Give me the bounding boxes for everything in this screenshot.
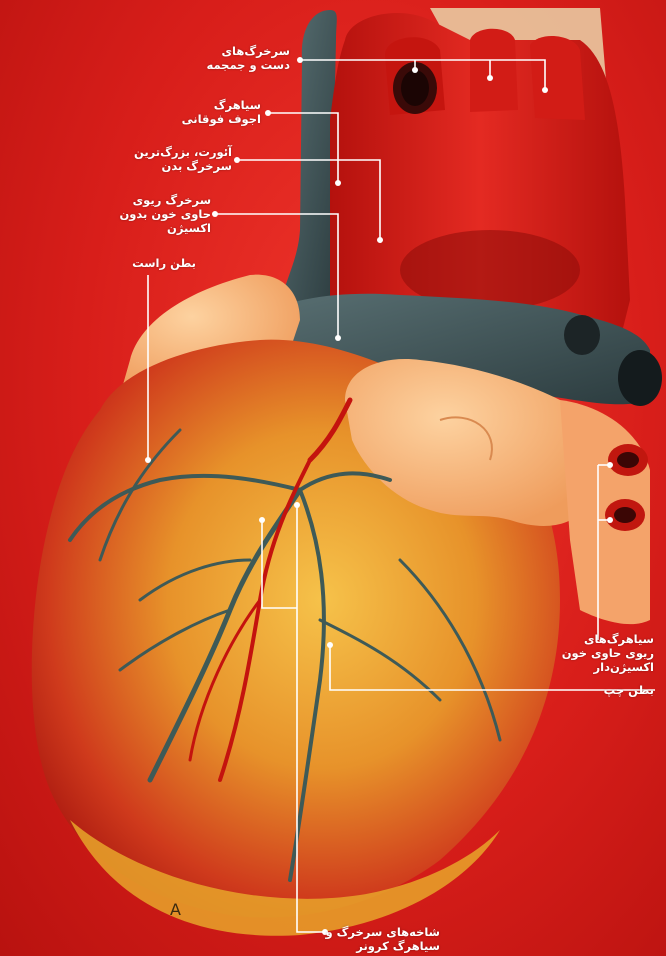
label-coronary-vessels: شاخه‌های سرخرگ و سیاهرگ کرونر bbox=[325, 925, 440, 953]
branch-opening-inner bbox=[401, 70, 429, 106]
pulmonary-vein-2-inner bbox=[614, 507, 636, 523]
label-right-ventricle: بطن راست bbox=[132, 256, 196, 270]
model-letter: A bbox=[170, 900, 181, 919]
label-aorta: آئورت، بزرگ‌ترین سرخرگ بدن bbox=[134, 145, 232, 173]
label-arm-head-arteries: سرخرگ‌های دست و جمجمه bbox=[206, 44, 290, 72]
label-left-ventricle: بطن چپ bbox=[604, 683, 654, 697]
branch-subclavian bbox=[530, 36, 585, 120]
label-pulmonary-veins: سیاهرگ‌های ریوی حاوی خون اکسیژن‌دار bbox=[562, 632, 654, 674]
label-pulmonary-artery: سرخرگ ریوی حاوی خون بدون اکسیژن bbox=[119, 193, 211, 235]
label-superior-vena-cava: سیاهرگ اجوف فوقانی bbox=[182, 98, 261, 126]
branch-carotid bbox=[470, 29, 518, 112]
pulmonary-opening-2 bbox=[618, 350, 662, 406]
pulmonary-opening-1 bbox=[564, 315, 600, 355]
pulmonary-vein-1-inner bbox=[617, 452, 639, 468]
